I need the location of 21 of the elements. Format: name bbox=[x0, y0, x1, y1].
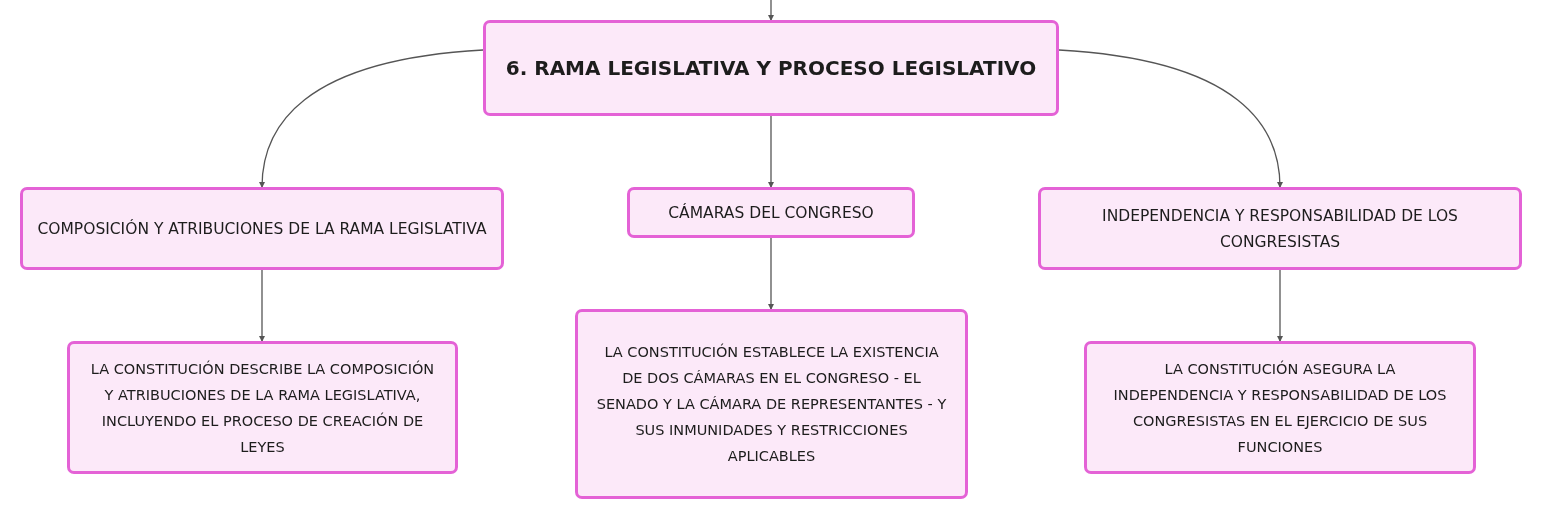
subtopic-box bbox=[627, 187, 915, 238]
node-text: COMPOSICIÓN Y ATRIBUCIONES DE LA RAMA LEGISLATIVA bbox=[37, 218, 487, 240]
detail-box bbox=[1084, 341, 1476, 474]
connector-arrow bbox=[259, 269, 265, 342]
node-text: CÁMARAS DEL CONGRESO bbox=[668, 202, 874, 224]
subtopic-box bbox=[1038, 187, 1522, 270]
detail-box bbox=[67, 341, 458, 474]
connector-arrow bbox=[768, 237, 774, 310]
node-text: INDEPENDENCIA Y RESPONSABILIDAD DE LOS CONGRESISTAS bbox=[1101, 205, 1459, 253]
node-text: LA CONSTITUCIÓN DESCRIBE LA COMPOSICIÓN Y ATRIBUCIONES DE LA RAMA LEGISLATIVA, INCLUYENDO EL PROCESO DE CREACIÓN DE LEYES bbox=[89, 359, 436, 457]
connector-arrow bbox=[259, 49, 484, 188]
topic-box bbox=[483, 20, 1059, 116]
connector-arrow bbox=[768, 0, 774, 21]
title-text: 6. RAMA LEGISLATIVA Y PROCESO LEGISLATIVO bbox=[505, 55, 1037, 81]
node-text: LA CONSTITUCIÓN ESTABLECE LA EXISTENCIA DE DOS CÁMARAS EN EL CONGRESO - EL SENADO Y LA CÁMARA DE REPRESENTANTES - Y SUS INMUNIDADES Y RESTRICCIONES APLICABLES bbox=[595, 342, 948, 466]
connector-arrow bbox=[1277, 269, 1283, 342]
subtopic-box bbox=[20, 187, 504, 270]
detail-box bbox=[575, 309, 968, 499]
connector-arrow bbox=[1058, 49, 1283, 188]
node-text: LA CONSTITUCIÓN ASEGURA LA INDEPENDENCIA Y RESPONSABILIDAD DE LOS CONGRESISTAS EN EL EJERCICIO DE SUS FUNCIONES bbox=[1112, 359, 1448, 457]
connector-arrow bbox=[768, 115, 774, 188]
